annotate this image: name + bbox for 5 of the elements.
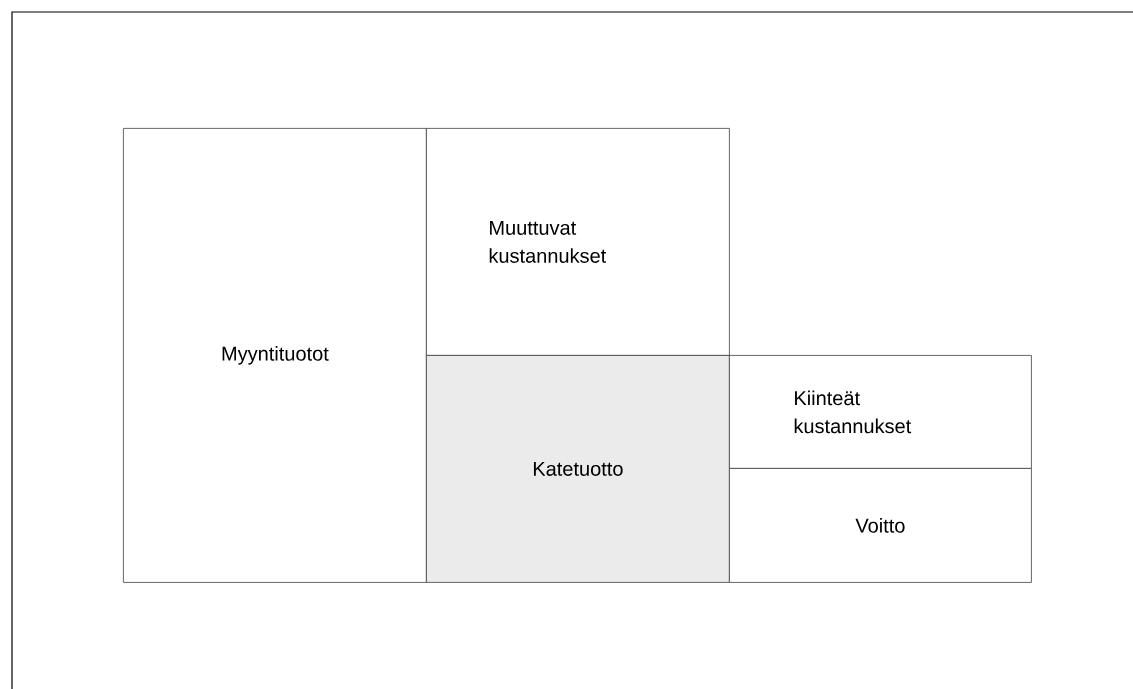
value-block: Voitto (729, 468, 1032, 583)
value-block: Katetuotto (426, 355, 730, 583)
value-block: Muuttuvat kustannukset (426, 128, 730, 356)
value-block: Kiinteät kustannukset (729, 355, 1032, 469)
value-block: Myyntituotot (123, 128, 427, 583)
